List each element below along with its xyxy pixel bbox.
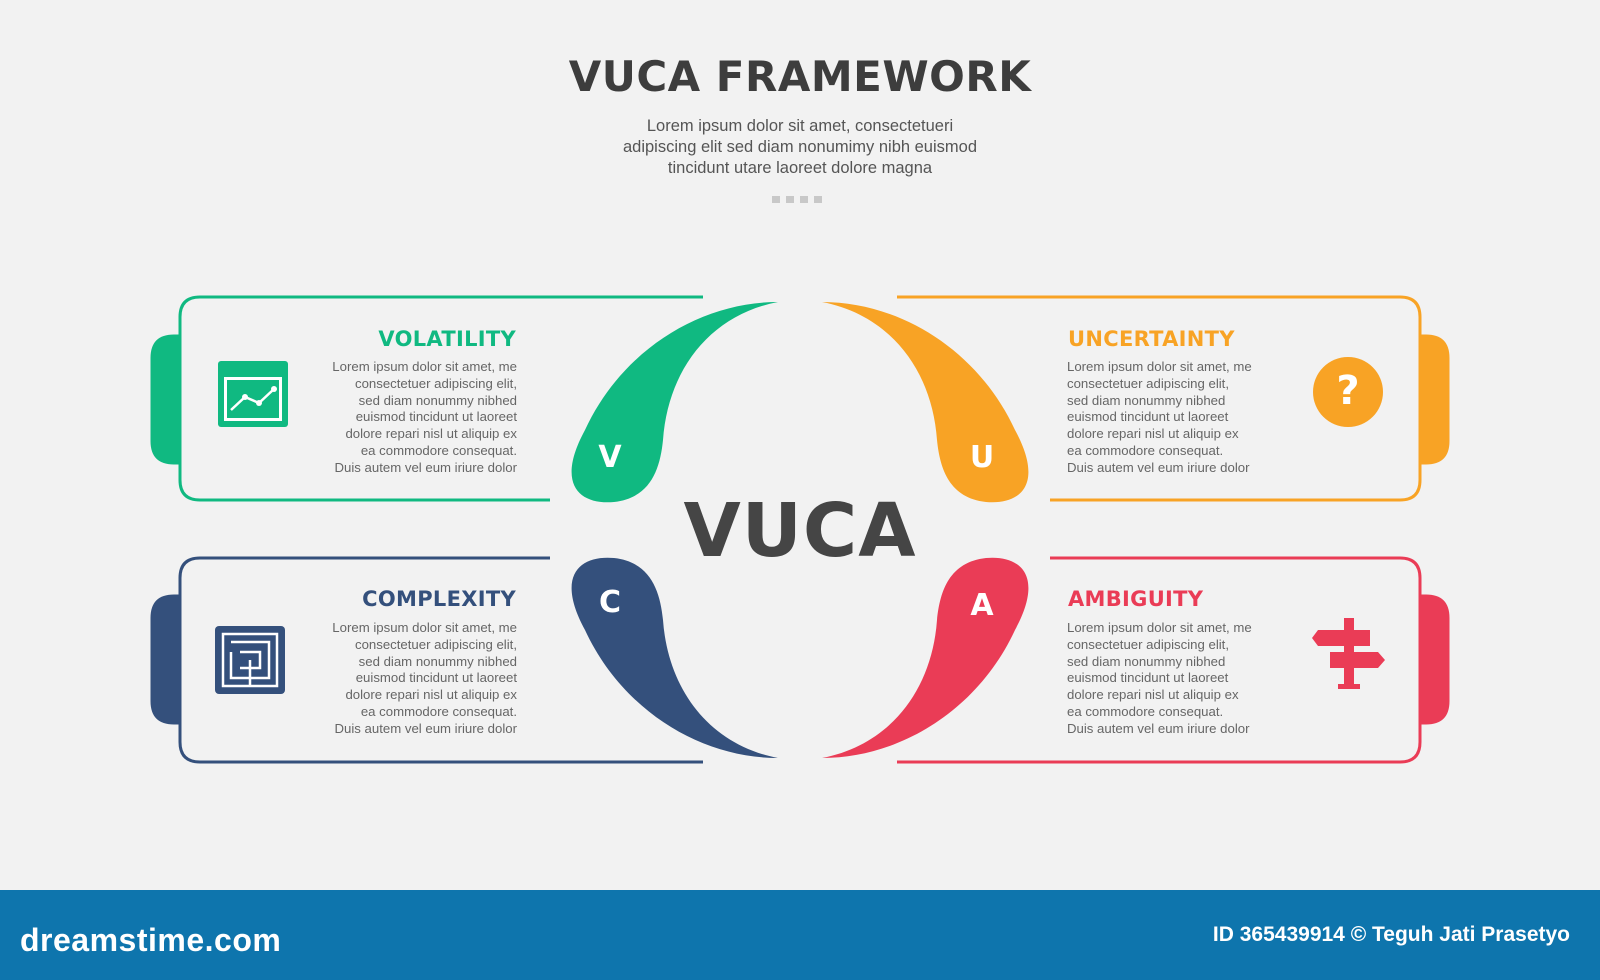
page-title: VUCA FRAMEWORK	[568, 52, 1032, 101]
petal-letter-v: V	[598, 440, 622, 475]
petal-a	[822, 557, 1029, 758]
body-line: consectetuer adipiscing elit,	[1067, 636, 1230, 652]
center-label: VUCA	[683, 488, 917, 574]
petal-letter-u: U	[969, 440, 995, 475]
footer-brand: dreamstime.com	[20, 922, 282, 958]
body-line: euismod tincidunt ut laoreet	[1067, 409, 1229, 425]
maze-icon	[215, 626, 285, 694]
body-line: euismod tincidunt ut laoreet	[355, 670, 517, 686]
body-line: Lorem ipsum dolor sit amet, me	[1067, 359, 1252, 374]
body-line: ea commodore consequat.	[1067, 703, 1224, 719]
petal-letter-c: C	[598, 585, 622, 620]
subtitle-line: Lorem ipsum dolor sit amet, consectetuer…	[646, 117, 954, 135]
body-line: ea commodore consequat.	[360, 442, 517, 458]
question-mark: ?	[1336, 368, 1360, 414]
body-line: dolore repari nisl ut aliquip ex	[345, 687, 517, 703]
ambiguity-body: Lorem ipsum dolor sit amet, me consectet…	[1067, 620, 1307, 738]
body-line: dolore repari nisl ut aliquip ex	[345, 426, 517, 442]
uncertainty-body: Lorem ipsum dolor sit amet, me consectet…	[1067, 359, 1307, 477]
volatility-body: Lorem ipsum dolor sit amet, me consectet…	[277, 359, 517, 477]
body-line: ea commodore consequat.	[360, 703, 517, 719]
body-line: sed diam nonummy nibhed	[358, 653, 517, 669]
subtitle-line: tincidunt utare laoreet dolore magna	[667, 159, 933, 177]
body-line: Duis autem vel eum iriure dolor	[1067, 720, 1250, 736]
uncertainty-title: UNCERTAINTY	[1068, 327, 1235, 351]
signpost-icon	[1312, 618, 1385, 689]
body-line: consectetuer adipiscing elit,	[1067, 375, 1230, 391]
body-line: euismod tincidunt ut laoreet	[1067, 670, 1229, 686]
card-ambiguity-frame	[897, 556, 1450, 764]
ambiguity-title: AMBIGUITY	[1068, 587, 1204, 611]
body-line: ea commodore consequat.	[1067, 442, 1224, 458]
body-line: consectetuer adipiscing elit,	[354, 375, 517, 391]
page-subtitle: Lorem ipsum dolor sit amet, consectetuer…	[550, 116, 1050, 179]
footer-bar	[0, 890, 1600, 980]
complexity-body: Lorem ipsum dolor sit amet, me consectet…	[277, 620, 517, 738]
body-line: euismod tincidunt ut laoreet	[355, 409, 517, 425]
divider-dots	[772, 196, 822, 203]
body-line: dolore repari nisl ut aliquip ex	[1067, 426, 1239, 442]
petal-v	[571, 302, 778, 503]
body-line: Duis autem vel eum iriure dolor	[334, 459, 517, 475]
petal-c	[571, 557, 778, 758]
body-line: consectetuer adipiscing elit,	[354, 636, 517, 652]
question-icon	[1313, 357, 1383, 427]
card-complexity-frame	[150, 556, 703, 764]
body-line: sed diam nonummy nibhed	[1067, 392, 1226, 408]
footer-credit: ID 365439914 © Teguh Jati Prasetyo	[1212, 923, 1570, 946]
subtitle-line: adipiscing elit sed diam nonumimy nibh e…	[622, 138, 978, 156]
body-line: Lorem ipsum dolor sit amet, me	[1067, 620, 1252, 635]
petal-u	[822, 302, 1029, 503]
card-volatility-frame	[150, 295, 703, 502]
volatility-title: VOLATILITY	[378, 327, 516, 351]
body-line: Lorem ipsum dolor sit amet, me	[332, 359, 517, 374]
petal-letter-a: A	[970, 588, 994, 623]
chart-icon	[218, 361, 288, 427]
body-line: Lorem ipsum dolor sit amet, me	[332, 620, 517, 635]
body-line: Duis autem vel eum iriure dolor	[1067, 459, 1250, 475]
complexity-title: COMPLEXITY	[362, 587, 516, 611]
body-line: sed diam nonummy nibhed	[1067, 653, 1226, 669]
body-line: Duis autem vel eum iriure dolor	[334, 720, 517, 736]
card-uncertainty-frame	[897, 295, 1450, 502]
body-line: dolore repari nisl ut aliquip ex	[1067, 687, 1239, 703]
body-line: sed diam nonummy nibhed	[358, 392, 517, 408]
